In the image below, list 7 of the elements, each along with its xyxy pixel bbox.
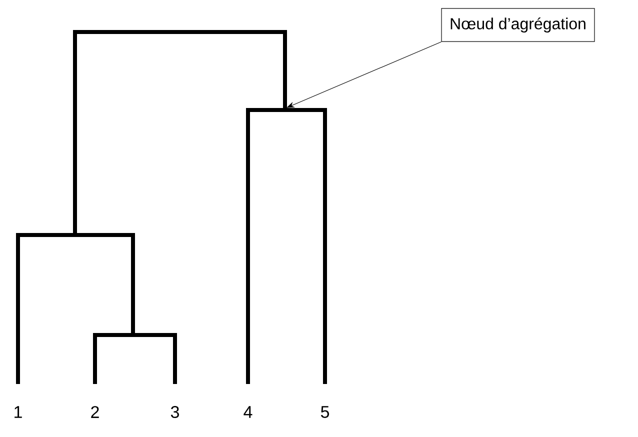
leaf-number: 5 [320, 406, 329, 418]
leaf-number: 1 [14, 406, 22, 418]
leaf-number: 3 [170, 406, 179, 418]
leader-arrow [286, 42, 442, 108]
leaf-number: 2 [91, 406, 99, 418]
callout-box: Nœud d’agrégation [441, 8, 595, 42]
leaf-number: 4 [244, 406, 252, 418]
